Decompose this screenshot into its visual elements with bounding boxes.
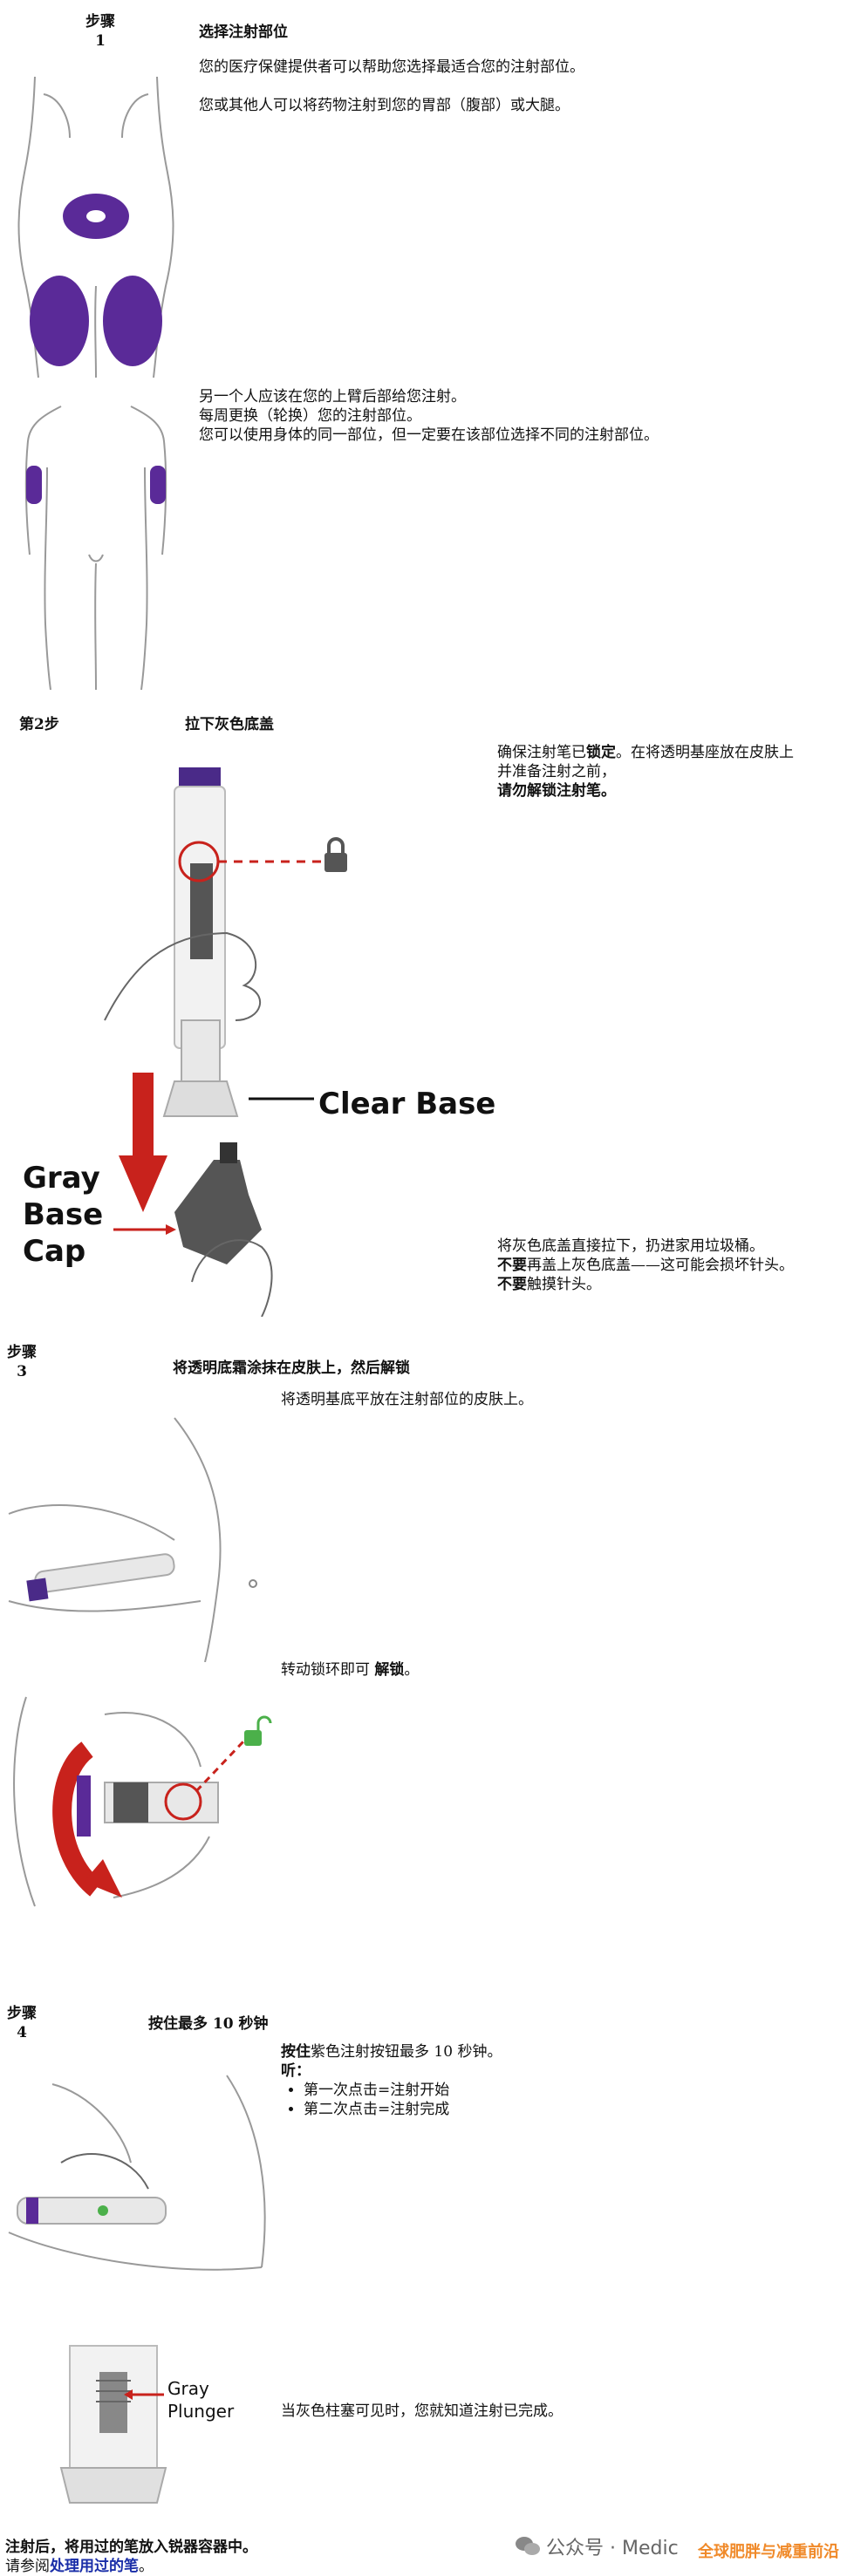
- step2-paragraph-2: 将灰色底盖直接拉下，扔进家用垃圾桶。 不要再盖上灰色底盖——这可能会损坏针头。 …: [497, 1237, 794, 1293]
- unlock-rotation-illustration: [13, 1696, 272, 1907]
- step4-listen: 听：: [281, 2062, 311, 2080]
- step4-paragraph-1: 按住紫色注射按钮最多 10 秒钟。: [281, 2043, 502, 2061]
- step1-label: 步骤 1: [85, 13, 115, 50]
- gray-plunger-illustration: [59, 2345, 167, 2504]
- step1-paragraph-2: 您或其他人可以将药物注射到您的胃部（腹部）或大腿。: [199, 97, 570, 114]
- watermark: 公众号 · Medic: [515, 2532, 679, 2560]
- step2-title: 拉下灰色底盖: [185, 716, 274, 733]
- body-front-illustration: [17, 76, 174, 378]
- footer-line-2: 请参阅处理用过的笔。: [5, 2558, 154, 2575]
- step4-bullets: 第一次点击=注射开始 第二次点击=注射完成: [281, 2081, 449, 2119]
- pen-on-skin-illustration: [8, 1417, 257, 1662]
- step1-paragraph-3c: 您可以使用身体的同一部位，但一定要在该部位选择不同的注射部位。: [199, 426, 659, 444]
- press-button-illustration: [8, 2075, 266, 2271]
- step4-title: 按住最多 10 秒钟: [148, 2015, 269, 2033]
- gray-plunger-label: Gray Plunger: [167, 2378, 235, 2422]
- bullet-second-click: 第二次点击=注射完成: [304, 2100, 449, 2119]
- watermark-text: 公众号 · Medic: [546, 2538, 679, 2559]
- watermark-overlay-text: 全球肥胖与减重前沿: [698, 2543, 839, 2561]
- step3-title: 将透明底霜涂抹在皮肤上，然后解锁: [173, 1360, 410, 1377]
- gray-base-cap-label: Gray Base Cap: [23, 1161, 104, 1269]
- body-back-illustration: [24, 405, 167, 691]
- footer-line-1: 注射后，将用过的笔放入锐器容器中。: [5, 2539, 257, 2556]
- step4-label: 步骤 4: [7, 2005, 37, 2041]
- step2-label: 第2步: [19, 716, 59, 733]
- step3-paragraph-2: 转动锁环即可 解锁。: [281, 1661, 420, 1679]
- step1-paragraph-1: 您的医疗保健提供者可以帮助您选择最适合您的注射部位。: [199, 58, 584, 76]
- step2-paragraph-1: 确保注射笔已锁定。在将透明基座放在皮肤上并准备注射之前， 请勿解锁注射笔。: [497, 744, 794, 800]
- wechat-icon: [516, 2537, 540, 2555]
- pen-gray-cap-illustration: [104, 767, 347, 1317]
- step1-paragraph-3a: 另一个人应该在您的上臂后部给您注射。: [199, 388, 466, 405]
- step3-paragraph-1: 将透明基底平放在注射部位的皮肤上。: [281, 1391, 533, 1408]
- step4-paragraph-2: 当灰色柱塞可见时，您就知道注射已完成。: [281, 2402, 563, 2420]
- disposal-link[interactable]: 处理用过的笔: [50, 2558, 139, 2575]
- step3-label: 步骤 3: [7, 1344, 37, 1380]
- step1-paragraph-3b: 每周更换（轮换）您的注射部位。: [199, 407, 421, 425]
- bullet-first-click: 第一次点击=注射开始: [304, 2081, 449, 2100]
- step1-title: 选择注射部位: [199, 24, 288, 41]
- clear-base-label: Clear Base: [318, 1087, 496, 1121]
